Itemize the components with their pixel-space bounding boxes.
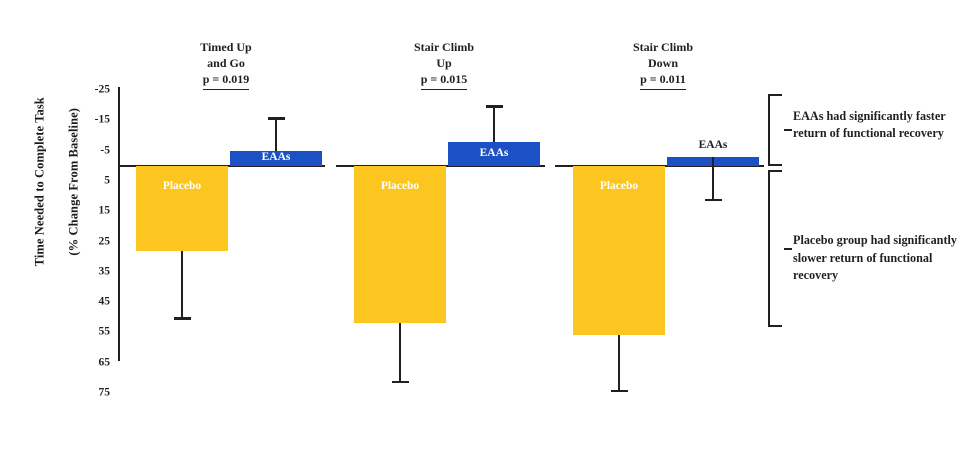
bar-placebo[interactable]: Placebo <box>573 165 665 336</box>
y-axis-line <box>118 87 121 361</box>
y-tick-label: 5 <box>104 174 110 187</box>
y-tick-label: 15 <box>98 204 111 217</box>
error-bar-cap-placebo <box>391 380 409 384</box>
group-title-line2: Up <box>436 55 452 70</box>
y-axis-title: Time Needed to Complete Task (% Change F… <box>14 72 82 292</box>
error-bar-eaas <box>492 105 496 142</box>
y-tick-label: 55 <box>98 325 111 338</box>
y-axis-title-line2: (% Change From Baseline) <box>65 107 80 256</box>
bar-label-placebo: Placebo <box>599 179 639 192</box>
y-tick-label: 35 <box>98 265 111 278</box>
bar-placebo[interactable]: Placebo <box>136 165 228 251</box>
bar-label-eaas: EAAs <box>479 146 509 159</box>
y-tick-label: 75 <box>98 386 111 399</box>
y-tick-label: -5 <box>100 143 110 156</box>
y-tick-label: -15 <box>94 113 110 126</box>
group-title-line2: Down <box>647 55 678 70</box>
group-p-value: p = 0.015 <box>420 72 468 90</box>
annotation-bottom: Placebo group had significantly slower r… <box>793 233 957 283</box>
bracket-bottom-nub <box>784 247 792 250</box>
error-bar-cap-placebo <box>610 389 628 393</box>
bar-label-placebo: Placebo <box>380 179 420 192</box>
annotation-top: EAAs had significantly faster return of … <box>793 109 946 141</box>
bar-label-eaas: EAAs <box>261 151 291 164</box>
error-bar-placebo <box>180 250 184 318</box>
bar-eaas[interactable]: EAAs <box>230 150 322 166</box>
error-bar-cap-eaas <box>704 199 722 202</box>
error-bar-cap-eaas <box>267 117 285 120</box>
bar-label-eaas: EAAs <box>698 138 728 151</box>
group-title-line2: and Go <box>207 55 245 70</box>
y-tick-label: 65 <box>98 355 111 368</box>
error-bar-eaas <box>711 156 715 200</box>
group-title-line1: Stair Climb <box>413 40 475 54</box>
bracket-top-nub <box>784 128 792 132</box>
y-tick-label: 25 <box>98 234 111 247</box>
y-tick-label: -25 <box>94 83 110 96</box>
error-bar-placebo <box>398 323 402 381</box>
bar-placebo[interactable]: Placebo <box>354 165 446 324</box>
bar-eaas[interactable]: EAAs <box>448 141 540 166</box>
bracket-bottom <box>768 169 792 328</box>
group-title-line1: Stair Climb <box>632 40 694 54</box>
bracket-top <box>768 94 792 166</box>
error-bar-cap-placebo <box>173 317 191 320</box>
error-bar-eaas <box>274 117 278 151</box>
group-title-line1: Timed Up <box>200 40 252 54</box>
y-tick-label: 45 <box>98 295 111 308</box>
group-p-value: p = 0.011 <box>640 72 686 90</box>
error-bar-placebo <box>617 335 621 390</box>
y-axis-title-line1: Time Needed to Complete Task <box>32 97 47 267</box>
error-bar-cap-eaas <box>485 105 503 108</box>
group-p-value: p = 0.019 <box>202 72 250 90</box>
bar-label-placebo: Placebo <box>162 179 202 192</box>
